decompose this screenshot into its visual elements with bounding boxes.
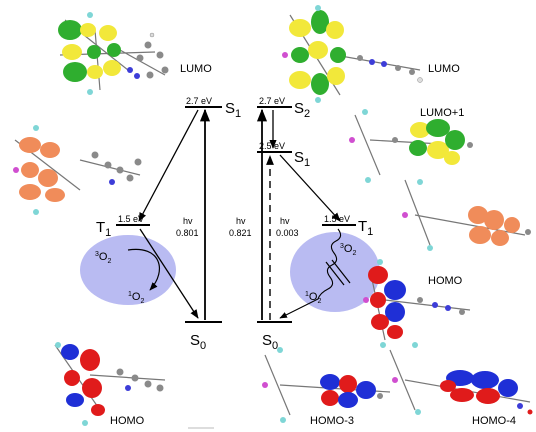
right-t1-label: T1	[358, 218, 373, 238]
left-t1-label: T1	[96, 219, 111, 239]
right-homo4-molecule	[389, 342, 533, 415]
left-hv-value: 0.801	[176, 228, 199, 238]
right-homo3-molecule	[262, 347, 391, 423]
right-s1-energy: 2.5 eV	[259, 141, 285, 151]
right-homo3-label: HOMO-3	[310, 415, 354, 427]
left-homo-molecule	[54, 342, 166, 426]
left-energy-transfer-arrow	[127, 248, 160, 291]
right-homo4-label: HOMO-4	[472, 415, 516, 427]
left-homo-label: HOMO	[110, 415, 145, 427]
right-hv-label-1: hv	[236, 216, 246, 226]
right-lumo1-label: LUMO+1	[420, 107, 464, 119]
right-s2-label: S2	[294, 100, 310, 120]
left-isc-arrow	[138, 109, 199, 222]
right-oxygen-quenching-ellipse	[290, 232, 380, 312]
left-s1-label: S1	[225, 100, 241, 120]
left-triplet-spin-molecule	[13, 125, 142, 215]
left-triplet-oxygen: 3O2	[95, 251, 111, 265]
left-singlet-oxygen: 1O2	[128, 291, 144, 305]
left-phosphorescence-arrow	[139, 228, 199, 319]
left-lumo-molecule	[58, 12, 169, 95]
left-hv-label: hv	[183, 216, 193, 226]
left-s0-label: S0	[190, 332, 206, 352]
right-transfer-bar-1	[325, 261, 345, 286]
right-hv-value-2: 0.003	[276, 228, 299, 238]
right-s0-label: S0	[262, 332, 278, 352]
left-s1-energy: 2.7 eV	[186, 96, 212, 106]
left-lumo-label: LUMO	[180, 63, 212, 75]
right-lumo-label: LUMO	[428, 63, 460, 75]
right-s2-energy: 2.7 eV	[259, 96, 285, 106]
right-s1-label: S1	[294, 149, 310, 169]
right-hv-label-2: hv	[280, 216, 290, 226]
right-lumo-molecule	[282, 5, 423, 103]
right-hv-value-1: 0.821	[229, 228, 252, 238]
right-triplet-oxygen: 3O2	[340, 243, 356, 257]
right-triplet-spin-molecule	[402, 179, 531, 251]
right-singlet-oxygen: 1O2	[305, 291, 321, 305]
right-isc-arrow	[279, 154, 341, 222]
right-lumo1-molecule	[349, 109, 473, 183]
left-t1-energy: 1.5 eV	[118, 214, 144, 224]
right-homo-molecule	[363, 259, 471, 348]
right-nonradiative-arrow	[279, 228, 342, 319]
right-homo-label: HOMO	[428, 275, 463, 287]
right-t1-energy: 1.5 eV	[324, 214, 350, 224]
right-transfer-bar-2	[331, 259, 351, 284]
